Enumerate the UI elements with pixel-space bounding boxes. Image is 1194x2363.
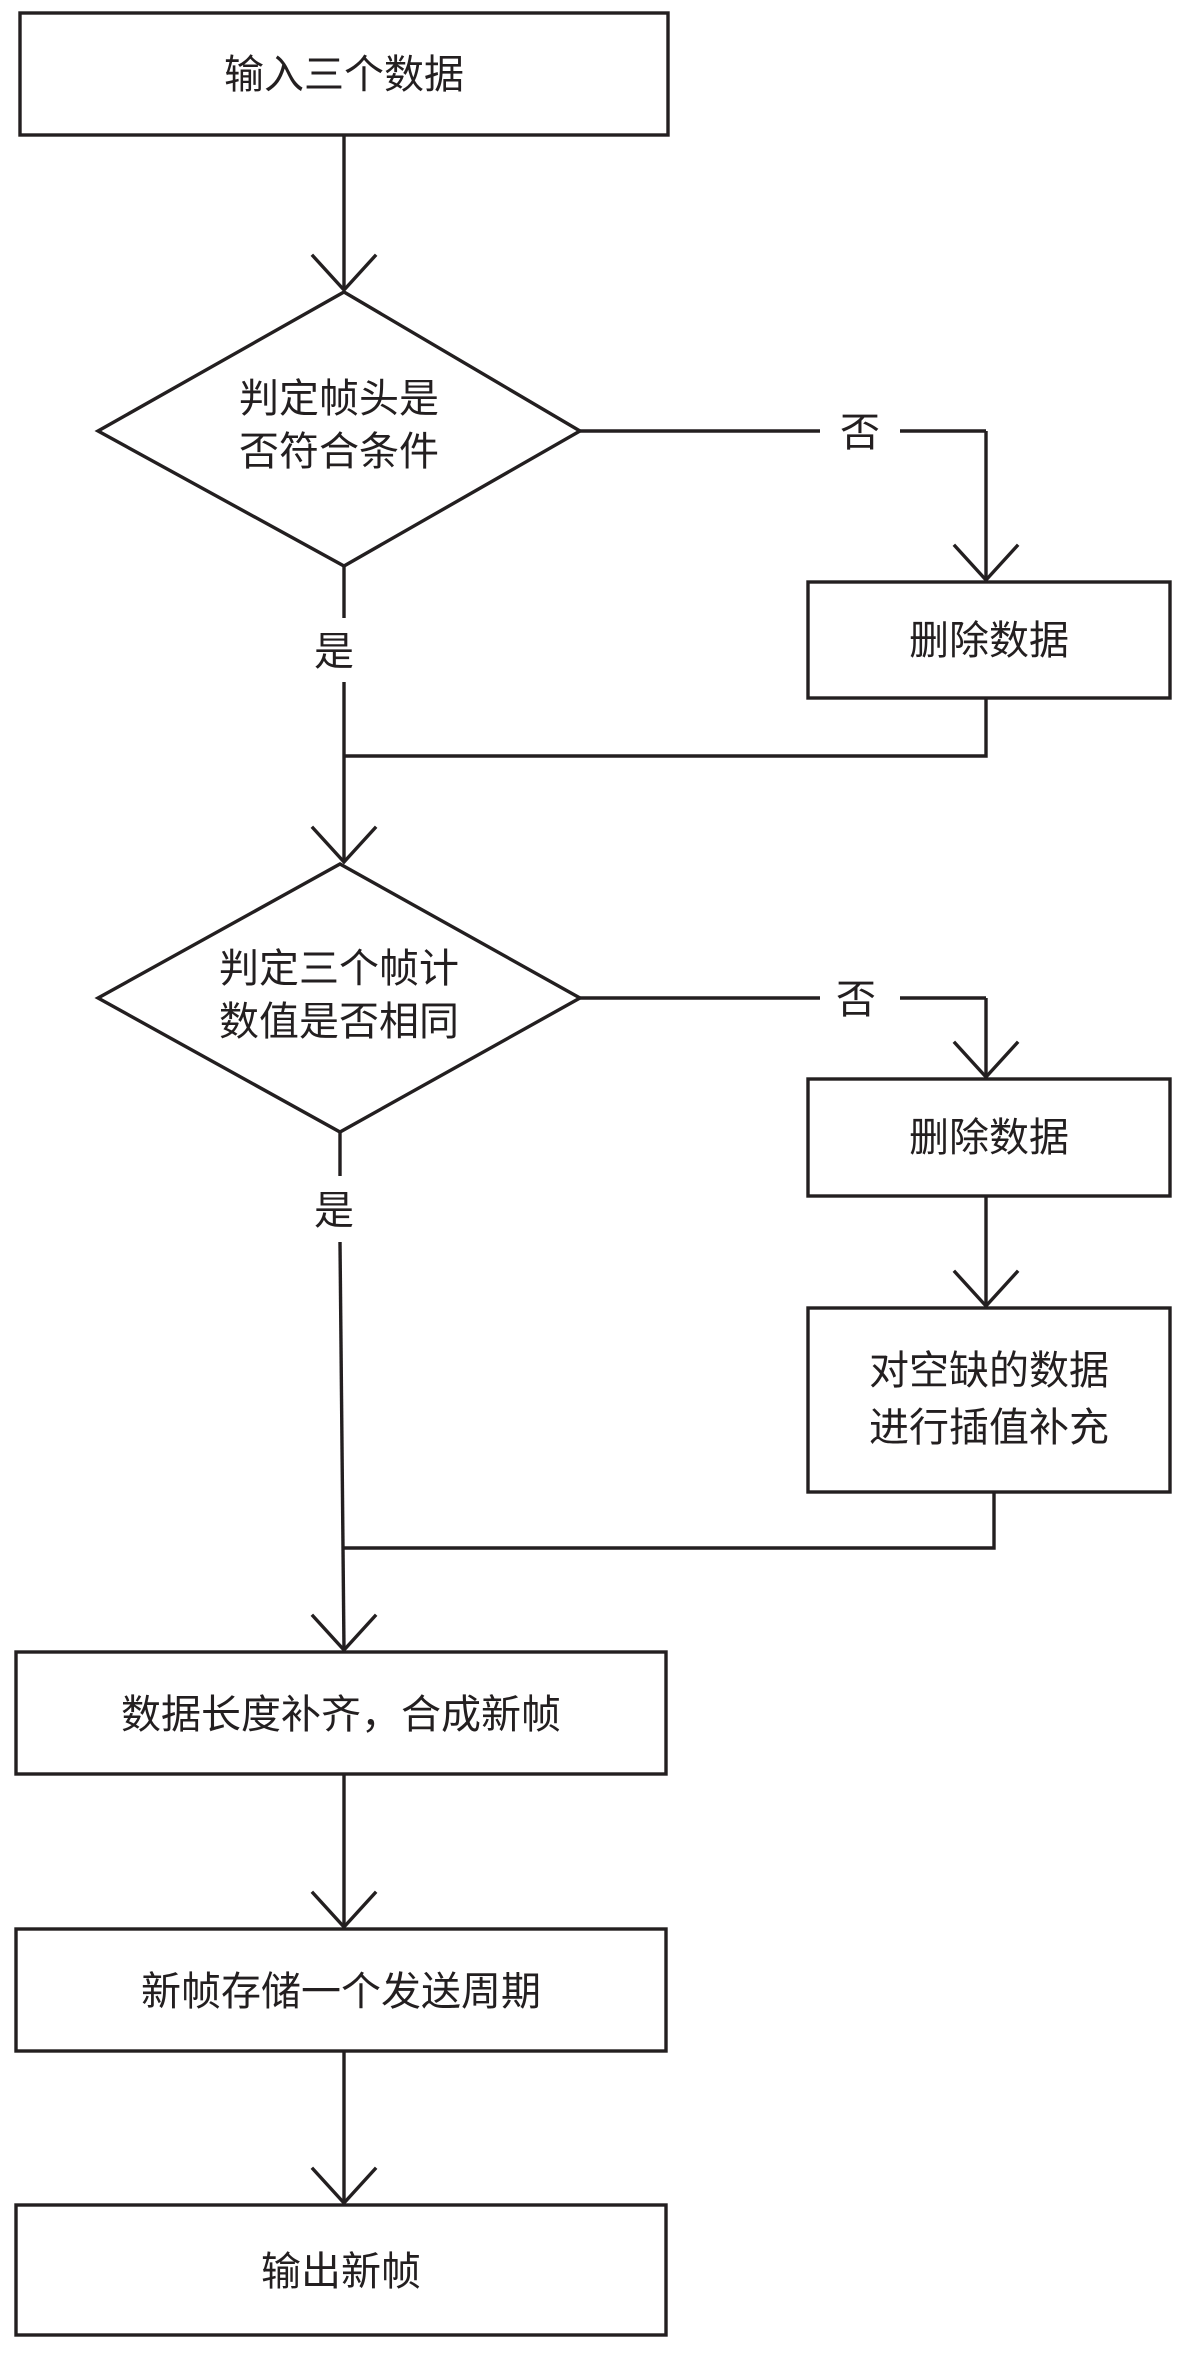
pad-merge-label: 数据长度补齐，合成新帧 — [121, 1692, 561, 1738]
yes-label-1: 是 — [314, 629, 354, 675]
arrowhead-down — [310, 1890, 378, 1930]
output-box: 输出新帧 — [14, 2203, 668, 2337]
yes-label-2: 是 — [314, 1188, 354, 1234]
count-check-line-2: 数值是否相同 — [219, 999, 459, 1045]
input-box: 输入三个数据 — [18, 11, 670, 137]
delete-data-box-2: 删除数据 — [806, 1077, 1172, 1198]
arrowhead-down — [310, 2166, 378, 2206]
arrowhead-down — [952, 1040, 1020, 1080]
arrowhead-down — [952, 1269, 1020, 1309]
header-check-decision: 判定帧头是 否符合条件 — [94, 290, 584, 568]
delete-data-label-1: 删除数据 — [909, 618, 1069, 664]
arrowhead-down — [952, 543, 1020, 583]
count-check-line-1: 判定三个帧计 — [219, 946, 459, 992]
store-label: 新帧存储一个发送周期 — [141, 1969, 541, 2015]
arrowhead-down — [310, 253, 378, 293]
header-check-line-1: 判定帧头是 — [239, 376, 439, 422]
interpolate-line-1: 对空缺的数据 — [869, 1348, 1109, 1394]
delete-data-box-1: 删除数据 — [806, 580, 1172, 700]
count-check-decision: 判定三个帧计 数值是否相同 — [94, 862, 584, 1134]
pad-merge-box: 数据长度补齐，合成新帧 — [14, 1650, 668, 1776]
interpolate-box: 对空缺的数据 进行插值补充 — [806, 1306, 1172, 1494]
delete-data-label-2: 删除数据 — [909, 1115, 1069, 1161]
store-box: 新帧存储一个发送周期 — [14, 1927, 668, 2053]
interpolate-line-2: 进行插值补充 — [869, 1405, 1109, 1451]
connector-delete-1-merge — [344, 698, 988, 758]
no-label-1: 否 — [840, 410, 880, 456]
connector-count-yes-2 — [338, 1241, 346, 1651]
connector-interpolate-merge — [344, 1492, 996, 1550]
arrowhead-down — [310, 825, 378, 865]
output-label: 输出新帧 — [261, 2249, 421, 2295]
arrowhead-down — [310, 1613, 378, 1653]
header-check-line-2: 否符合条件 — [239, 429, 439, 475]
no-label-2: 否 — [836, 977, 876, 1023]
input-label: 输入三个数据 — [224, 52, 464, 98]
